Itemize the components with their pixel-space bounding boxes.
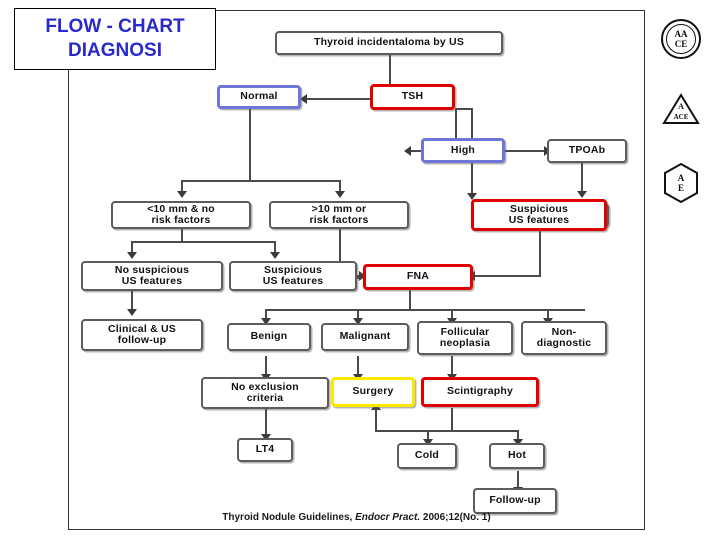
edge-lt10-susp2 xyxy=(274,241,276,255)
arrowhead-lt4-top xyxy=(577,191,587,198)
edge-scint-down xyxy=(451,408,453,430)
node-normal[interactable]: Normal xyxy=(217,85,301,109)
edge-normal-split xyxy=(181,180,341,182)
edge-tsh-normal xyxy=(305,98,370,100)
arrowhead-lt4-bottom xyxy=(261,434,271,441)
arrowhead-clinical-us xyxy=(127,309,137,316)
node-incidentaloma[interactable]: Thyroid incidentaloma by US xyxy=(275,31,503,55)
source-caption: Thyroid Nodule Guidelines, Endocr Pract.… xyxy=(69,512,644,523)
edge-suspus-fna xyxy=(473,275,541,277)
edge-scint-hot xyxy=(517,430,519,442)
caption-journal: Endocr Pract. xyxy=(355,512,421,523)
edge-fna-bus xyxy=(265,309,585,311)
node-tsh[interactable]: TSH xyxy=(370,84,455,110)
edge-scint-cold xyxy=(427,430,429,442)
node-cold[interactable]: Cold xyxy=(397,443,457,469)
edge-lt10-split xyxy=(131,241,276,243)
edge-surgery-up xyxy=(375,408,377,430)
edge-fna-down xyxy=(409,287,411,309)
node-followup[interactable]: Follow-up xyxy=(473,488,557,514)
arrowhead-fna-left xyxy=(359,271,366,281)
arrowhead-malignant xyxy=(353,318,363,325)
edge-tsh-right xyxy=(455,108,473,110)
edge-fna-malignant xyxy=(357,309,359,321)
edge-normal-lt10 xyxy=(181,180,183,194)
node-high[interactable]: High xyxy=(421,138,505,163)
arrowhead-hot xyxy=(513,439,523,446)
edge-nosusp-clinical xyxy=(131,287,133,311)
caption-suffix: 2006;12(No. 1) xyxy=(420,512,491,523)
edge-fna-benign xyxy=(265,309,267,321)
edge-hot-followup xyxy=(517,471,519,489)
arrowhead-no-susp-us xyxy=(127,252,137,259)
edge-gt10-down xyxy=(339,227,341,275)
caption-prefix: Thyroid Nodule Guidelines, xyxy=(222,512,356,523)
edge-lt10-down xyxy=(181,227,183,241)
flowchart-frame: Thyroid incidentaloma by US TSH Normal H… xyxy=(68,10,645,530)
node-surgery[interactable]: Surgery xyxy=(331,377,415,407)
arrowhead-susp-us2 xyxy=(270,252,280,259)
edge-high-tpoab xyxy=(505,150,547,152)
edge-suspus-down xyxy=(539,227,541,275)
edge-normal-gt10 xyxy=(339,180,341,194)
edge-normal-down xyxy=(249,108,251,180)
arrowhead-gt10 xyxy=(335,191,345,198)
slide-title: FLOW - CHART DIAGNOSI xyxy=(14,8,216,70)
node-malignant[interactable]: Malignant xyxy=(321,323,409,351)
edge-scint-surgery xyxy=(375,430,453,432)
slide-title-line1: FLOW - CHART xyxy=(45,16,185,37)
arrowhead-normal xyxy=(300,94,307,104)
edge-incidentaloma-tsh xyxy=(389,55,391,89)
edge-malignant-surgery xyxy=(357,356,359,376)
node-scintigraphy[interactable]: Scintigraphy xyxy=(421,377,539,407)
arrowhead-benign xyxy=(261,318,271,325)
edge-fna-nondiagnostic xyxy=(547,309,549,321)
node-non-diagnostic[interactable]: Non-diagnostic xyxy=(521,321,607,355)
arrowhead-high xyxy=(404,146,411,156)
edge-lt10-nosusp xyxy=(131,241,133,255)
edge-tsh-down xyxy=(455,108,457,150)
edge-follicular-scint xyxy=(451,356,453,376)
node-hot[interactable]: Hot xyxy=(489,443,545,469)
arrowhead-cold xyxy=(423,439,433,446)
edge-noexcl-lt4 xyxy=(265,408,267,436)
node-tpoab[interactable]: TPOAb xyxy=(547,139,627,163)
edge-tpoab-lt4 xyxy=(581,163,583,193)
edge-benign-noexcl xyxy=(265,356,267,376)
arrowhead-suspicious-us xyxy=(467,193,477,200)
arrowhead-lt10 xyxy=(177,191,187,198)
node-fna[interactable]: FNA xyxy=(363,264,473,290)
edge-fna-follicular xyxy=(451,309,453,321)
slide-title-line2: DIAGNOSI xyxy=(68,40,162,61)
node-lt4-bottom[interactable]: LT4 xyxy=(237,438,293,462)
node-benign[interactable]: Benign xyxy=(227,323,311,351)
edge-scint-coldhot-bus xyxy=(427,430,517,432)
